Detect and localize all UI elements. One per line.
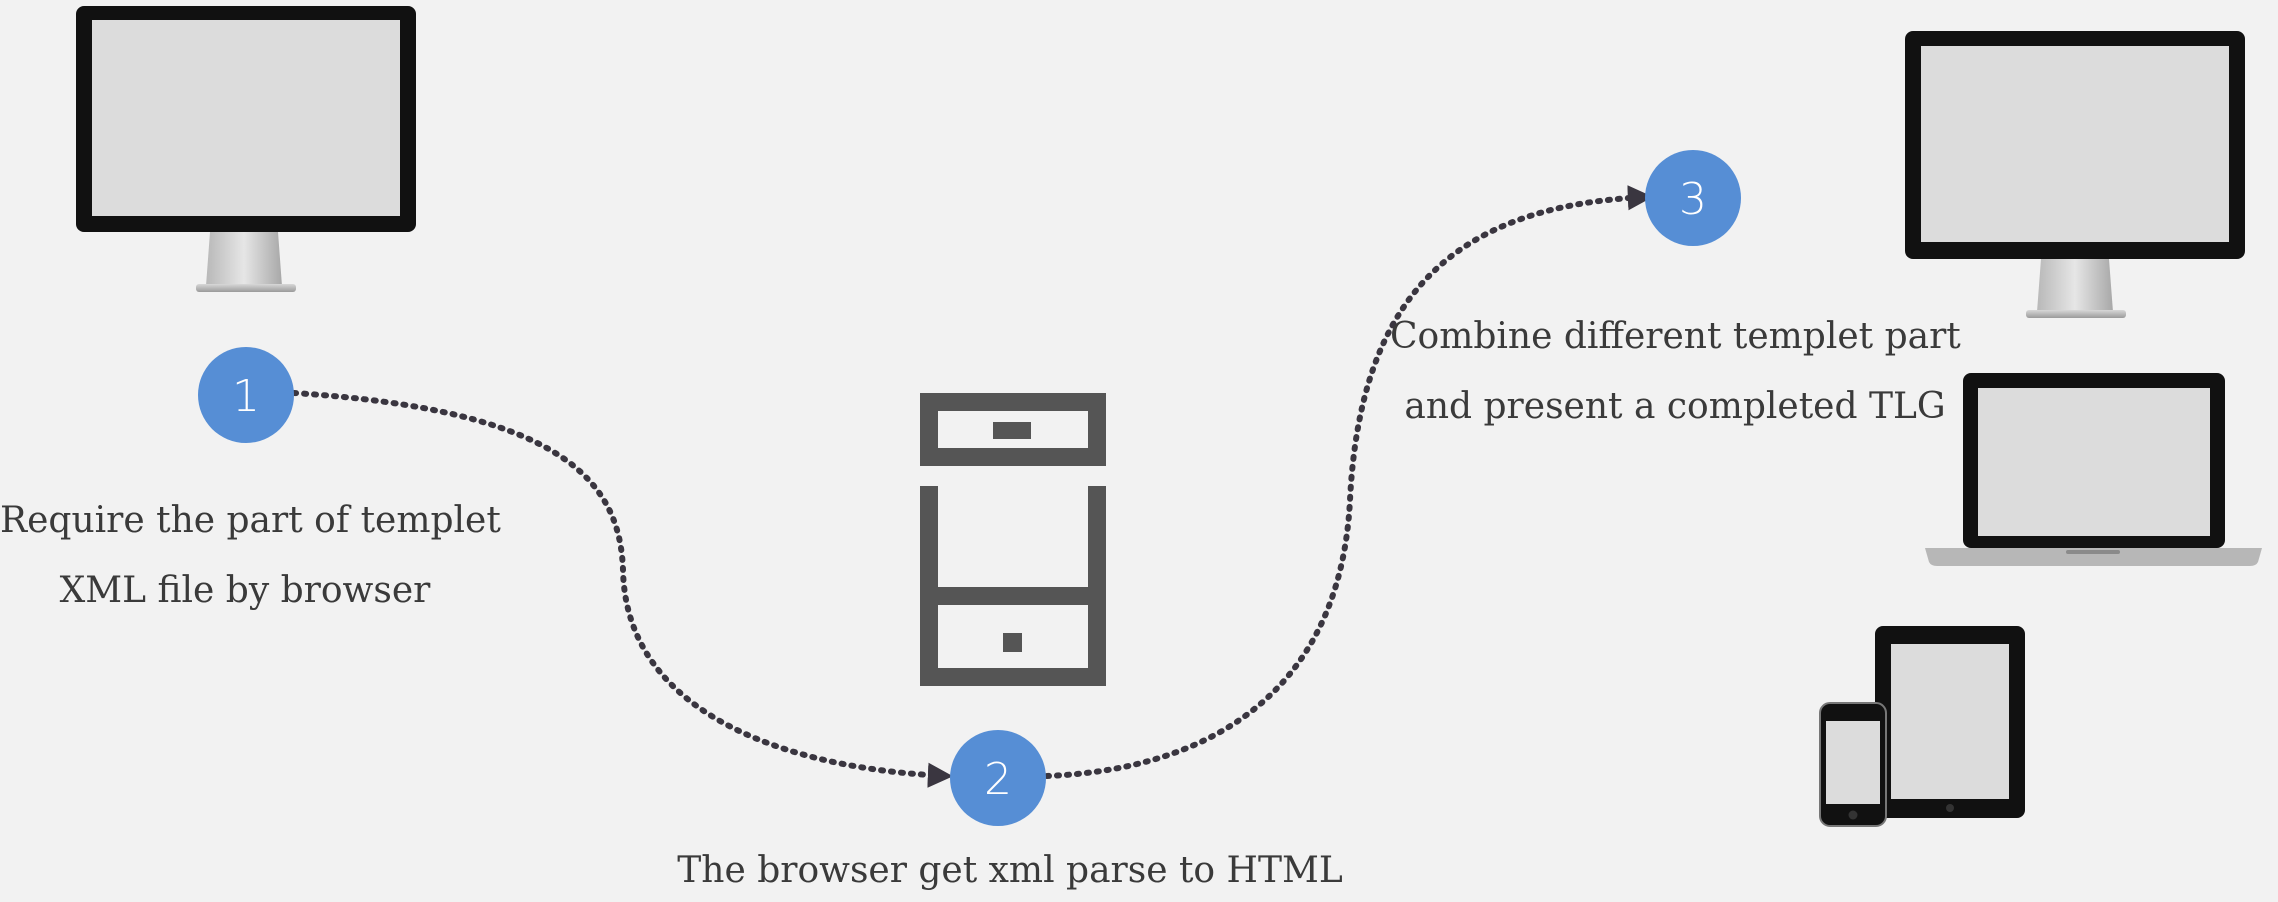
connector-1-to-2 [291,390,954,788]
step-2-number: 2 [984,754,1012,805]
step-2-badge: 2 [950,730,1046,826]
phone-icon [1819,702,1887,827]
step-2-description: The browser get xml parse to HTML [640,841,1380,901]
step-3-number: 3 [1679,174,1707,225]
connector-2-to-3 [1044,185,1654,779]
laptop-icon [1925,373,2262,566]
tablet-icon [1875,626,2025,818]
server-slot-marks [993,422,1031,652]
step-1-badge: 1 [198,347,294,443]
step-3-line-1: Combine different templet part [1390,316,1961,357]
source-monitor-icon [76,6,416,292]
step-1-number: 1 [232,371,260,422]
step-1-description: Require the part of templet XML file by … [0,486,501,626]
step-3-line-2: and present a completed TLG [1404,386,1946,427]
step-1-line-2: XML file by browser [59,570,431,611]
step-3-badge: 3 [1645,150,1741,246]
step-2-line-1: The browser get xml parse to HTML [677,850,1343,891]
step-3-description: Combine different templet part and prese… [1390,302,1961,442]
server-cabinet-icon [920,393,1106,686]
target-monitor-icon [1905,31,2245,318]
step-1-line-1: Require the part of templet [0,500,501,541]
